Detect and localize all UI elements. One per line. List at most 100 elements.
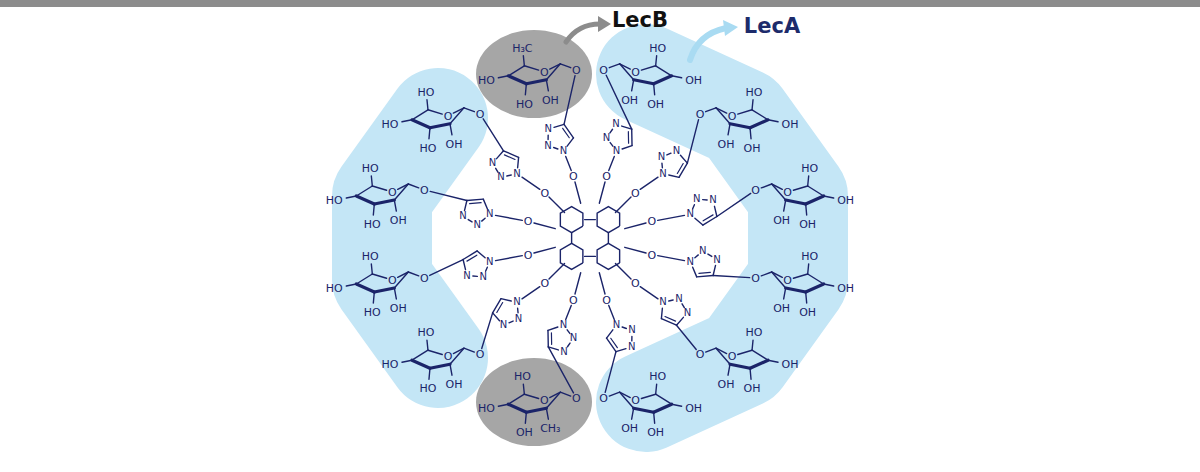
substituent-label: OH bbox=[744, 383, 761, 394]
substituent-bond bbox=[427, 340, 428, 350]
sugar-bond bbox=[508, 404, 526, 412]
nitrogen-atom: N bbox=[628, 325, 635, 335]
substituent-label: HO bbox=[420, 142, 437, 153]
oxygen-atom: O bbox=[631, 66, 640, 77]
oxygen-atom: O bbox=[476, 349, 485, 360]
triazole-bond bbox=[554, 124, 564, 127]
substituent-label: OH bbox=[390, 302, 407, 313]
nitrogen-atom: N bbox=[613, 320, 620, 330]
oxygen-atom: O bbox=[602, 171, 611, 182]
sugar-bond bbox=[609, 392, 619, 396]
nitrogen-atom: N bbox=[675, 294, 682, 304]
substituent-label: HO bbox=[801, 250, 818, 261]
triazole-bond bbox=[564, 124, 573, 137]
linker-bond bbox=[640, 287, 658, 299]
oxygen-atom: O bbox=[524, 249, 533, 260]
triazole-bond bbox=[677, 164, 683, 174]
substituent-label: HO bbox=[649, 371, 666, 382]
oxygen-atom: O bbox=[631, 187, 640, 198]
substituent-bond bbox=[450, 364, 452, 375]
oxygen-atom: O bbox=[540, 66, 549, 77]
substituent-label: H₃C bbox=[512, 42, 532, 53]
methylene-bridge bbox=[585, 256, 596, 257]
sugar-bond bbox=[356, 284, 374, 292]
sugar-bond bbox=[408, 272, 418, 276]
triazole-bond bbox=[493, 299, 501, 313]
triazole-bond bbox=[517, 157, 519, 167]
triazole-bond bbox=[482, 218, 485, 221]
substituent-label: OH bbox=[516, 427, 533, 438]
nitrogen-atom: N bbox=[658, 152, 665, 162]
substituent-label: OH bbox=[799, 306, 816, 317]
sugar-bond bbox=[560, 64, 570, 68]
triazole-bond bbox=[611, 338, 618, 347]
substituent-label: CH₃ bbox=[540, 423, 560, 434]
substituent-bond bbox=[808, 176, 809, 186]
linker-bond bbox=[605, 352, 616, 393]
oxygen-atom: O bbox=[728, 110, 737, 121]
sugar-bond bbox=[641, 394, 655, 398]
triazole-bond bbox=[567, 343, 570, 347]
oxygen-atom: O bbox=[569, 294, 578, 305]
triazole-bond bbox=[703, 199, 707, 201]
substituent-bond bbox=[806, 292, 807, 303]
triazole-bond bbox=[468, 220, 472, 222]
linker-bond bbox=[599, 273, 605, 294]
substituent-bond bbox=[728, 124, 730, 135]
substituent-label: OH bbox=[647, 98, 664, 109]
sugar-bond bbox=[412, 360, 430, 368]
linker-bond bbox=[575, 273, 581, 294]
nitrogen-atom: N bbox=[713, 255, 720, 265]
substituent-bond bbox=[346, 284, 356, 286]
triazole-bond bbox=[610, 129, 613, 133]
oxygen-atom: O bbox=[444, 110, 453, 121]
triazole-bond bbox=[463, 251, 477, 260]
sugar-bond bbox=[356, 274, 372, 284]
linker-bond bbox=[566, 157, 572, 171]
substituent-bond bbox=[654, 84, 655, 95]
triazole-bond bbox=[661, 308, 663, 318]
triazole-bond bbox=[504, 151, 519, 158]
oxygen-atom: O bbox=[631, 278, 640, 289]
sugar-bond bbox=[430, 364, 450, 368]
substituent-bond bbox=[525, 412, 526, 423]
arrow-head bbox=[598, 16, 611, 32]
sugar-bond bbox=[730, 364, 750, 368]
linker-bond bbox=[549, 197, 565, 213]
triazole-bond bbox=[695, 255, 698, 258]
sugar-bond bbox=[806, 196, 824, 204]
substituent-label: HO bbox=[801, 163, 818, 174]
lecB-region bbox=[476, 30, 592, 118]
benzene-ring bbox=[560, 243, 583, 269]
sugar-bond bbox=[808, 186, 824, 196]
linker-bond bbox=[640, 177, 658, 189]
triazole-bond bbox=[563, 128, 570, 137]
substituent-label: HO bbox=[420, 383, 437, 394]
oxygen-atom: O bbox=[696, 108, 705, 119]
substituent-label: HO bbox=[649, 42, 666, 53]
triazole-bond bbox=[473, 275, 477, 277]
triazole-bond bbox=[676, 317, 683, 325]
sugar-bond bbox=[508, 66, 524, 76]
triazole-bond bbox=[607, 338, 616, 351]
triazole-bond bbox=[622, 327, 626, 328]
substituent-label: HO bbox=[478, 403, 495, 414]
sugar-bond bbox=[428, 350, 442, 354]
sugar-bond bbox=[654, 76, 672, 84]
methylene-bridge bbox=[571, 233, 572, 244]
triazole-bond bbox=[464, 200, 466, 210]
sugar-bond bbox=[356, 196, 374, 204]
sugar-bond bbox=[634, 408, 654, 412]
lecB-region bbox=[476, 358, 592, 446]
triazole-bond bbox=[517, 308, 519, 312]
sugar-bond bbox=[786, 288, 806, 292]
sugar-bond bbox=[634, 80, 654, 84]
nitrogen-atom: N bbox=[545, 124, 552, 134]
linker-bond bbox=[566, 305, 572, 319]
nitrogen-atom: N bbox=[459, 211, 466, 221]
sugar-bond bbox=[752, 350, 768, 360]
substituent-bond bbox=[371, 264, 372, 274]
substituent-bond bbox=[750, 368, 751, 379]
triazole-bond bbox=[631, 336, 632, 340]
sugar-bond bbox=[524, 66, 538, 70]
